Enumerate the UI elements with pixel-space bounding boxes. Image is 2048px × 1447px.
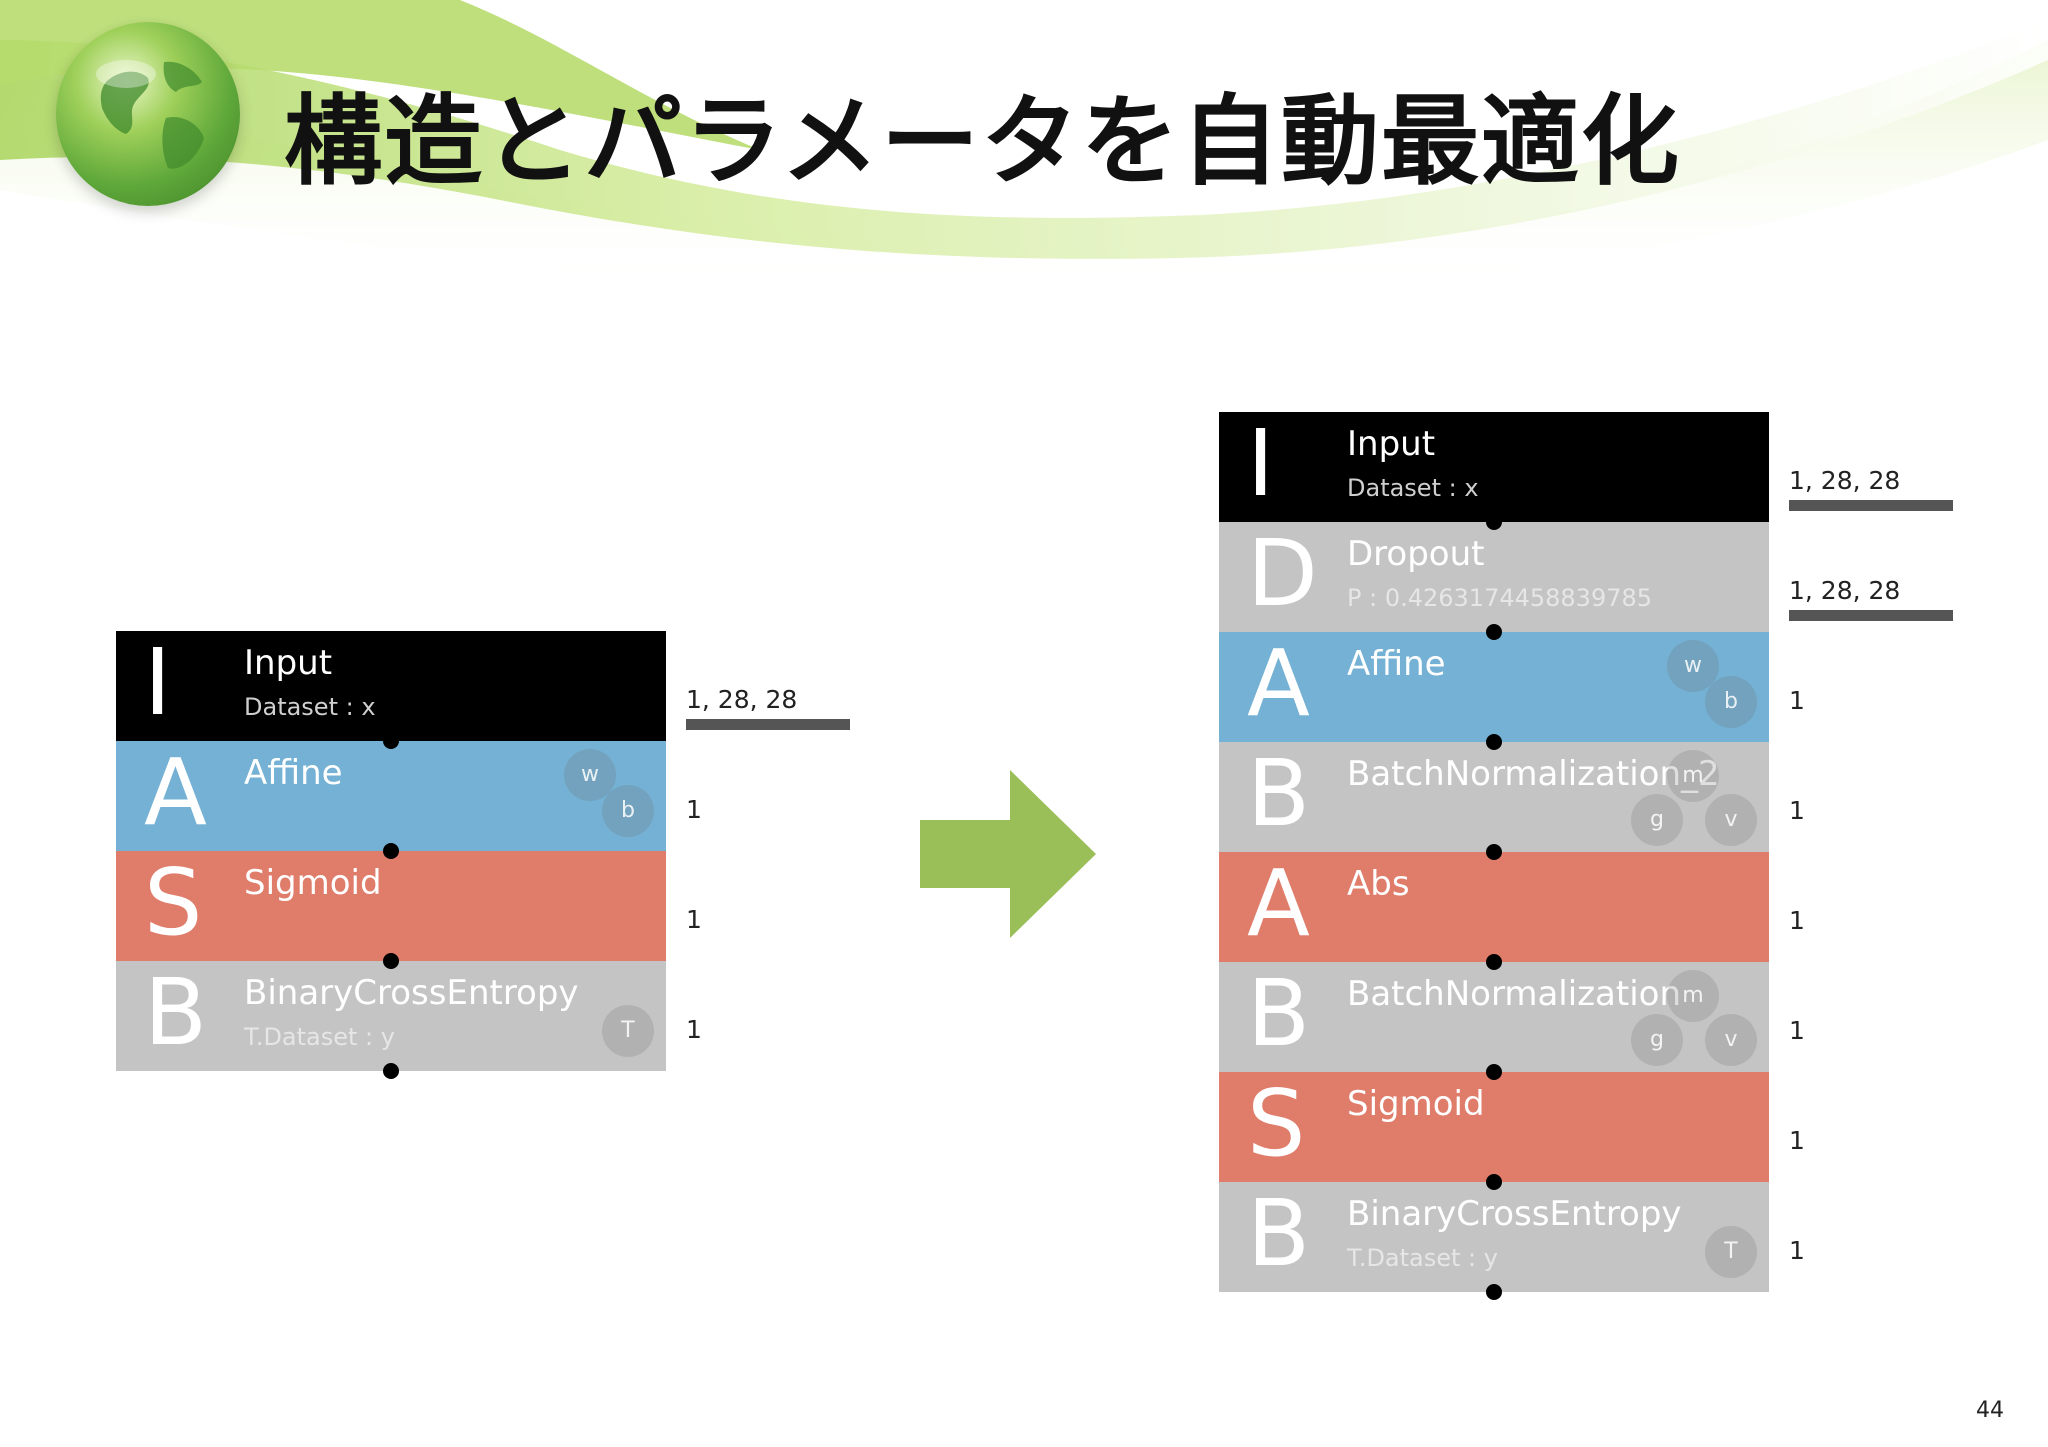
connector-dot [1486,734,1502,750]
shape-label: 1 [686,1015,702,1044]
layer-name: Dropout [1347,534,1485,574]
page-number: 44 [1976,1398,2004,1423]
param-v-icon: v [1705,794,1757,846]
layer-letter: B [1247,740,1311,847]
layer-letter: A [144,739,207,846]
shape-label: 1, 28, 28 [686,685,798,714]
param-b-icon: b [1705,676,1757,728]
shape-label: 1, 28, 28 [1789,576,1901,605]
param-g-icon: g [1631,794,1683,846]
shape-label: 1, 28, 28 [1789,466,1901,495]
layer-letter: D [1247,520,1318,627]
layer-letter: B [1247,1180,1311,1287]
shape-label: 1 [1789,1236,1805,1265]
layer-name: BatchNormalization [1347,974,1682,1014]
connector-dot [1486,624,1502,640]
param-w-icon: w [564,749,616,801]
layer-letter: S [144,849,203,956]
header-swoosh [0,0,2048,297]
layer-name: Affine [244,753,343,793]
connector-dot [383,1063,399,1079]
layer-letter: I [1247,410,1275,517]
layer-dropout[interactable]: D Dropout P : 0.4263174458839785 [1219,522,1769,632]
param-g-icon: g [1631,1014,1683,1066]
connector-dot [1486,1284,1502,1300]
shape-label: 1 [1789,1016,1805,1045]
connector-dot [1486,514,1502,530]
layer-batchnormalization[interactable]: B BatchNormalization m g v [1219,962,1769,1072]
shape-label: 1 [1789,906,1805,935]
param-t-icon: T [1705,1226,1757,1278]
connector-dot [383,953,399,969]
layer-name: Affine [1347,644,1446,684]
layer-name: Input [244,643,333,683]
layer-name: Abs [1347,864,1410,904]
layer-affine[interactable]: A Affine w b [1219,632,1769,742]
layer-sub: Dataset : x [244,693,376,721]
shape-label: 1 [686,905,702,934]
layer-name: BatchNormalization_2 [1347,754,1720,794]
right-arrow-icon [920,770,1096,938]
shape-bar [1789,500,1953,511]
connector-dot [1486,1174,1502,1190]
layer-input[interactable]: I Input Dataset : x [1219,412,1769,522]
param-m-icon: m [1667,970,1719,1022]
layer-binarycrossentropy[interactable]: B BinaryCrossEntropy T.Dataset : y T [1219,1182,1769,1292]
shape-bar [1789,610,1953,621]
layer-sub: T.Dataset : y [244,1023,395,1051]
layer-letter: S [1247,1070,1306,1177]
slide-title: 構造とパラメータを自動最適化 [284,85,1682,199]
layer-name: Sigmoid [1347,1084,1485,1124]
layer-affine[interactable]: A Affine w b [116,741,666,851]
param-v-icon: v [1705,1014,1757,1066]
shape-label: 1 [1789,1126,1805,1155]
shape-label: 1 [1789,796,1805,825]
layer-name: BinaryCrossEntropy [1347,1194,1682,1234]
layer-sub: Dataset : x [1347,474,1479,502]
connector-dot [383,733,399,749]
layer-sub: T.Dataset : y [1347,1244,1498,1272]
layer-letter: A [1247,630,1310,737]
shape-label: 1 [686,795,702,824]
shape-label: 1 [1789,686,1805,715]
layer-sigmoid[interactable]: S Sigmoid [1219,1072,1769,1182]
shape-bar [686,719,850,730]
layer-batchnormalization-2[interactable]: B BatchNormalization_2 m g v [1219,742,1769,852]
layer-letter: B [144,959,208,1066]
layer-abs[interactable]: A Abs [1219,852,1769,962]
param-w-icon: w [1667,640,1719,692]
layer-input[interactable]: I Input Dataset : x [116,631,666,741]
layer-name: Sigmoid [244,863,382,903]
globe-icon [56,22,240,206]
connector-dot [1486,844,1502,860]
param-b-icon: b [602,785,654,837]
layer-sub: P : 0.4263174458839785 [1347,584,1653,612]
connector-dot [1486,1064,1502,1080]
connector-dot [1486,954,1502,970]
param-m-icon: m [1667,750,1719,802]
layer-name: BinaryCrossEntropy [244,973,579,1013]
param-t-icon: T [602,1005,654,1057]
layer-binarycrossentropy[interactable]: B BinaryCrossEntropy T.Dataset : y T [116,961,666,1071]
layer-letter: I [144,629,172,736]
connector-dot [383,843,399,859]
layer-letter: A [1247,850,1310,957]
layer-sigmoid[interactable]: S Sigmoid [116,851,666,961]
layer-name: Input [1347,424,1436,464]
layer-letter: B [1247,960,1311,1067]
